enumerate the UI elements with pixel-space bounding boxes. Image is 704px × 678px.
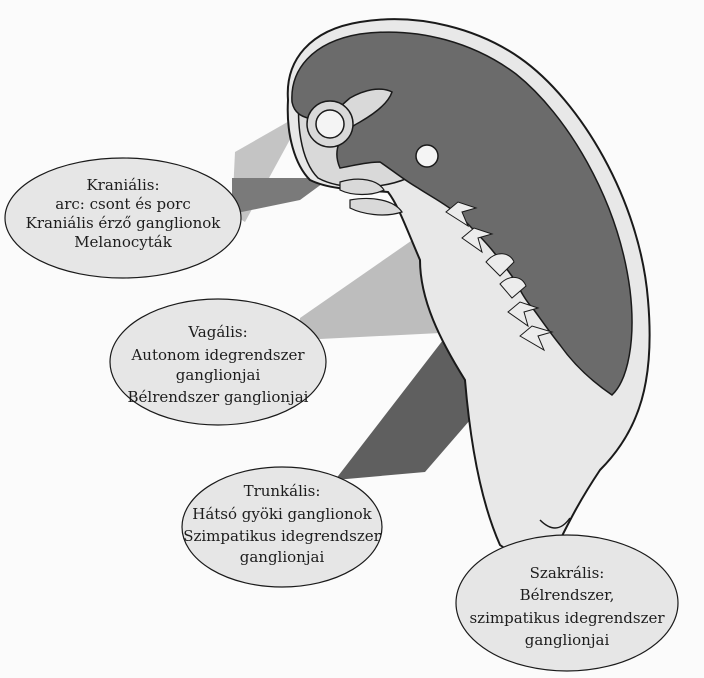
trunkalis-line-2: Szimpatikus idegrendszer [183,527,381,545]
vagalis-title: Vagális: [187,323,247,341]
szakralis-title: Szakrális: [530,564,605,582]
trunkalis-callout: Trunkális: Hátsó gyöki ganglionok Szimpa… [182,467,382,587]
otic-vesicle [416,145,438,167]
kranialis-callout: Kraniális: arc: csont és porc Kraniális … [5,158,241,278]
kranialis-line-3: Melanocyták [74,233,173,251]
vagalis-line-3: Bélrendszer ganglionjai [128,388,309,406]
trunkalis-line-1: Hátsó gyöki ganglionok [192,505,372,523]
vagalis-callout: Vagális: Autonom idegrendszer ganglionja… [110,299,326,425]
kranialis-line-2: Kraniális érző ganglionok [26,214,222,232]
eye-inner-ring [316,110,344,138]
trunkalis-line-3: ganglionjai [240,548,325,566]
vagalis-line-2: ganglionjai [176,366,261,384]
szakralis-line-3: ganglionjai [525,631,610,649]
kranialis-dark-wedge [232,178,330,214]
kranialis-line-1: arc: csont és porc [55,195,190,213]
trunkalis-title: Trunkális: [244,482,321,500]
szakralis-callout: Szakrális: Bélrendszer, szimpatikus ideg… [456,535,678,671]
kranialis-title: Kraniális: [86,176,159,194]
vagalis-line-1: Autonom idegrendszer [130,346,305,364]
szakralis-line-2: szimpatikus idegrendszer [469,609,665,627]
szakralis-line-1: Bélrendszer, [520,586,615,604]
